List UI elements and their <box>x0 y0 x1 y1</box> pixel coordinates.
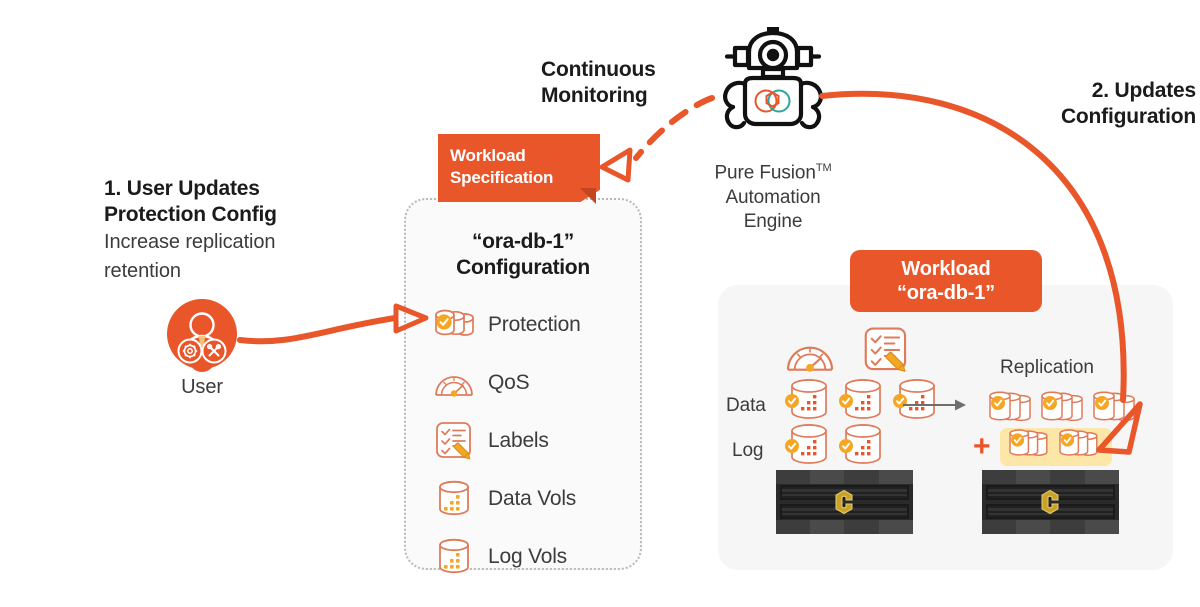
config-item-data-vols[interactable]: Data Vols <box>428 470 628 528</box>
user-label: User <box>181 376 223 398</box>
automation-engine-node: Pure FusionTM Automation Engine <box>693 22 853 234</box>
plus-sign: + <box>973 430 991 463</box>
config-panel-title: “ora-db-1” Configuration <box>406 229 640 282</box>
monitoring-heading-line1: Continuous <box>541 58 656 81</box>
config-title-line2: Configuration <box>456 256 590 280</box>
gray-right-arrow <box>903 397 967 413</box>
gauge-icon <box>428 365 480 401</box>
config-item-label: QoS <box>488 371 530 394</box>
step-1-subtext-line1: Increase replication <box>104 231 276 254</box>
workload-configuration-panel: “ora-db-1” Configuration <box>404 198 642 574</box>
checklist-pencil-icon <box>428 420 480 462</box>
workload-detail-panel: Data <box>718 285 1173 570</box>
step-1-heading-line2: Protection Config <box>104 202 277 226</box>
gauge-icon <box>782 333 838 377</box>
config-item-label: Data Vols <box>488 487 577 510</box>
protection-volumes-icon <box>428 304 480 346</box>
user-to-config-arrow <box>237 303 429 345</box>
monitoring-heading-line2: Monitoring <box>541 84 648 108</box>
config-title-line1: “ora-db-1” <box>471 230 574 253</box>
sticky-line1: Workload <box>450 146 526 165</box>
user-avatar <box>167 299 237 372</box>
replication-added-stacks <box>1004 425 1114 471</box>
user-admin-icon <box>177 312 227 372</box>
engine-caption-tm: TM <box>815 162 832 174</box>
config-item-label: Labels <box>488 429 549 452</box>
sticky-note-text: Workload Specification <box>450 145 553 189</box>
sticky-note-fold <box>580 188 596 204</box>
workload-badge-line1: Workload <box>901 257 991 280</box>
replication-label: Replication <box>1000 357 1094 378</box>
volume-cylinder-icon <box>428 536 480 578</box>
flasharray-source <box>776 470 913 534</box>
step-1-text-block: 1. User Updates Protection Config Increa… <box>104 176 334 284</box>
engine-caption-line1: Pure Fusion <box>714 162 816 184</box>
engine-caption: Pure FusionTM Automation Engine <box>693 161 853 234</box>
flasharray-target <box>982 470 1119 534</box>
log-row-label: Log <box>732 440 764 461</box>
config-item-label: Protection <box>488 313 581 336</box>
robot-icon <box>723 27 823 130</box>
checklist-pencil-icon <box>861 325 911 375</box>
workload-specification-note: Workload Specification <box>438 134 600 202</box>
config-item-list: Protection <box>428 296 628 586</box>
user-node: User <box>164 299 240 399</box>
config-item-qos[interactable]: QoS <box>428 354 628 412</box>
step-2-heading-line2: Configuration <box>1060 104 1196 128</box>
engine-caption-line2: Automation <box>725 186 821 208</box>
pure-storage-logo-mark <box>754 89 791 113</box>
continuous-monitoring-label: Continuous Monitoring <box>541 57 681 110</box>
workload-name-badge: Workload “ora-db-1” <box>850 250 1042 312</box>
engine-caption-line3: Engine <box>743 210 803 232</box>
config-item-label: Log Vols <box>488 545 567 568</box>
config-item-labels[interactable]: Labels <box>428 412 628 470</box>
step-1-heading-line1: 1. User Updates <box>104 177 260 200</box>
workload-badge-text: Workload “ora-db-1” <box>897 257 995 306</box>
sticky-line2: Specification <box>450 167 554 187</box>
volume-cylinder-icon <box>428 478 480 520</box>
workload-badge-line2: “ora-db-1” <box>896 282 995 304</box>
step-2-text-block: 2. Updates Configuration <box>1061 78 1196 129</box>
step-2-heading-line1: 2. Updates <box>1091 79 1196 102</box>
data-row-label: Data <box>726 395 766 416</box>
log-volumes-group <box>780 420 906 478</box>
config-item-log-vols[interactable]: Log Vols <box>428 528 628 586</box>
step-1-subtext-line2: retention <box>104 259 181 282</box>
config-item-protection[interactable]: Protection <box>428 296 628 354</box>
